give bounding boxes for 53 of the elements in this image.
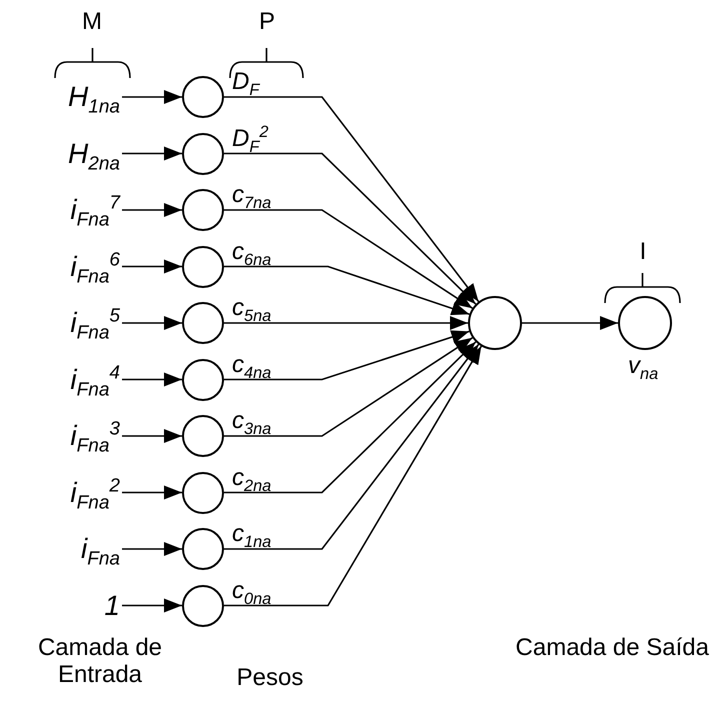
arrow (224, 266, 470, 316)
input-variable: H$_{1na}$ (68, 77, 120, 117)
arrow (122, 542, 182, 556)
arrow (224, 209, 473, 309)
group-label: P (258, 8, 276, 35)
input-neuron (182, 302, 224, 344)
arrow (224, 316, 468, 330)
arrow (122, 146, 182, 160)
arrow (122, 372, 182, 386)
input-neuron (182, 584, 224, 626)
output-variable: v$_{na}$ (628, 352, 658, 380)
input-neuron (182, 132, 224, 174)
input-neuron (182, 189, 224, 231)
arrow (522, 316, 618, 330)
arrow (224, 96, 480, 302)
weight-label: c$_{3na}$ (232, 409, 272, 433)
hidden-neuron (468, 296, 522, 350)
weight-label: c$_{5na}$ (232, 296, 272, 320)
arrow (224, 337, 473, 437)
weight-label: c$_{1na}$ (232, 522, 272, 546)
input-neuron (182, 358, 224, 400)
arrow (224, 346, 482, 606)
arrow (224, 330, 470, 380)
arrow (122, 486, 182, 500)
layer-label: Camada de Saída (516, 634, 709, 661)
weight-label: c$_{7na}$ (232, 183, 272, 207)
weight-label: c$_{6na}$ (232, 240, 272, 264)
weight-label: c$_{4na}$ (232, 352, 272, 376)
arrow (122, 429, 182, 443)
arrow (122, 316, 182, 330)
weight-label: c$_{2na}$ (232, 466, 272, 490)
input-neuron (182, 246, 224, 288)
input-neuron (182, 472, 224, 514)
arrow (224, 344, 480, 550)
arrow (224, 341, 476, 494)
arrow (224, 152, 476, 305)
group-label: M (81, 8, 103, 35)
layer-label: Camada de Entrada (36, 634, 164, 688)
input-variable: i$_{Fna}$ (80, 529, 120, 569)
layer-label: Pesos (236, 664, 304, 691)
input-variable: H$_{2na}$ (68, 134, 120, 174)
output-neuron (618, 296, 672, 350)
arrow (122, 598, 182, 612)
arrow (122, 90, 182, 104)
weight-label: D$_{F}$ (232, 70, 260, 94)
input-variable: 1 (104, 586, 120, 626)
input-neuron (182, 415, 224, 457)
arrow (122, 260, 182, 274)
input-neuron (182, 528, 224, 570)
group-label: I (638, 238, 648, 265)
weight-label: c$_{0na}$ (232, 578, 272, 602)
input-neuron (182, 76, 224, 118)
arrow (122, 203, 182, 217)
